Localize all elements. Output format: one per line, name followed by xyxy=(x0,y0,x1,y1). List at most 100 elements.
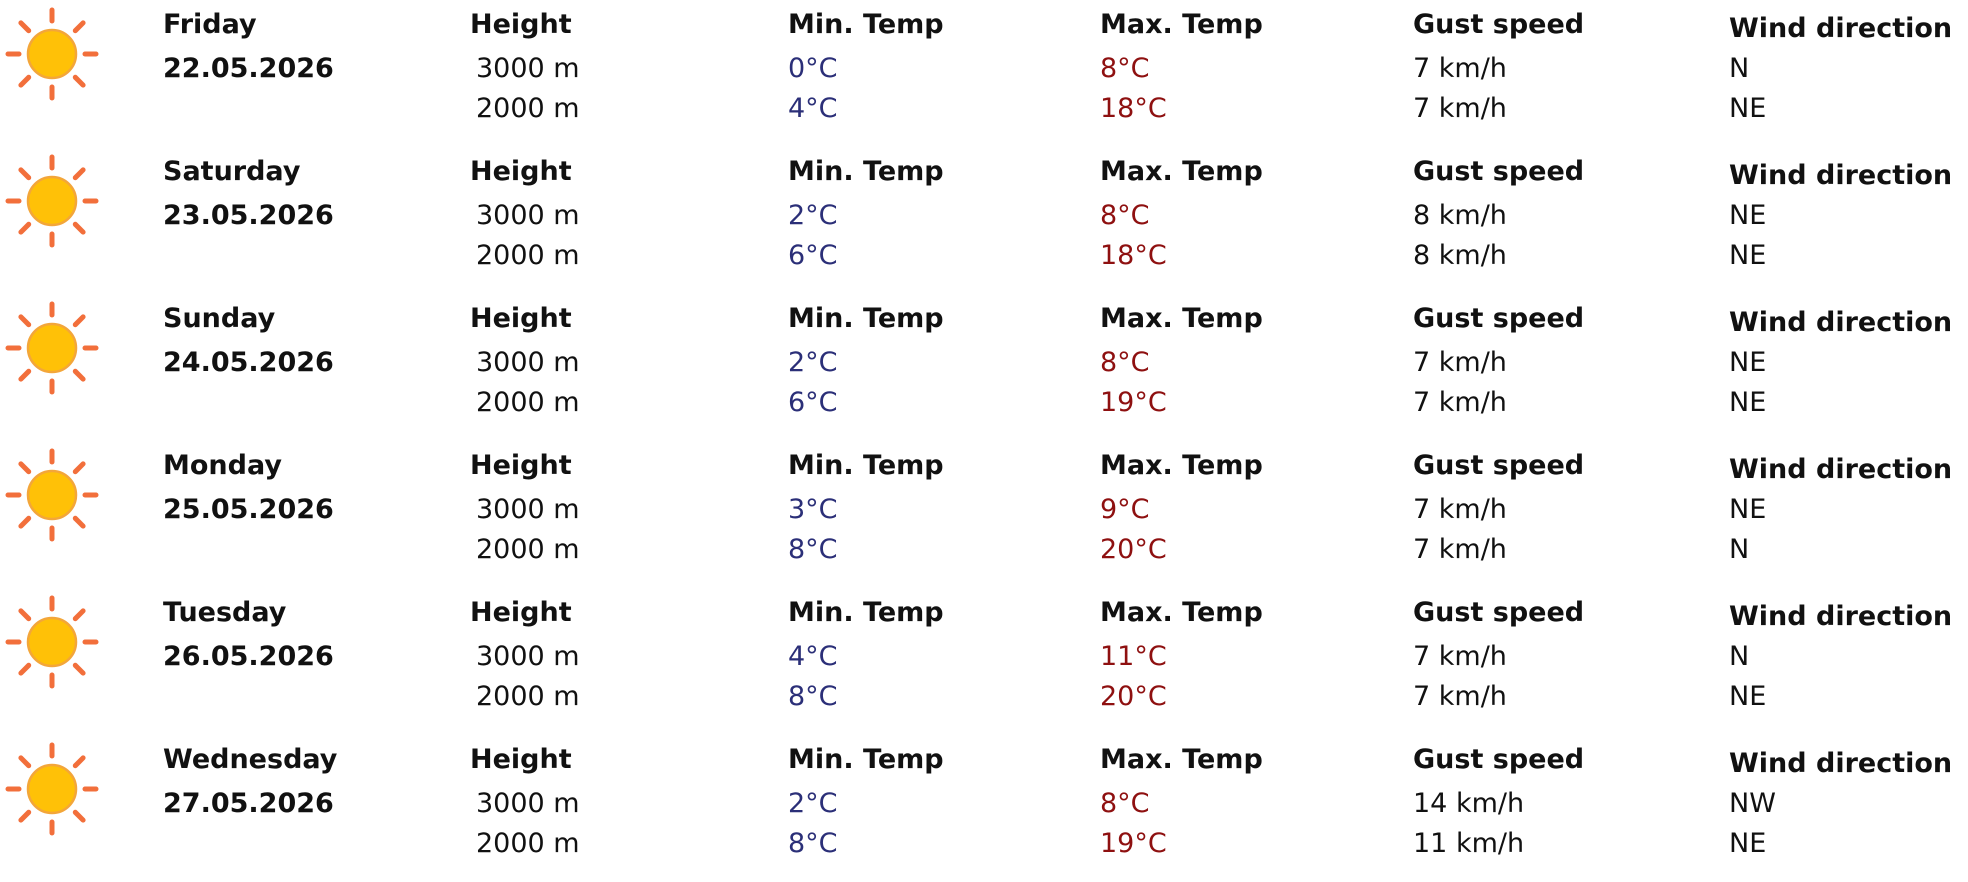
max-temp-value: 18°C xyxy=(1100,93,1167,124)
height-value: 2000 m xyxy=(476,240,580,271)
height-header: Height xyxy=(470,9,572,40)
gust-speed-header: Gust speed xyxy=(1413,9,1585,40)
min-temp-header: Min. Temp xyxy=(788,9,944,40)
max-temp-header: Max. Temp xyxy=(1100,156,1263,187)
min-temp-header: Min. Temp xyxy=(788,597,944,628)
wind-direction-value: NE xyxy=(1729,240,1767,271)
sun-icon xyxy=(2,592,102,692)
gust-speed-value: 8 km/h xyxy=(1413,200,1507,231)
min-temp-value: 2°C xyxy=(788,788,838,819)
height-value: 2000 m xyxy=(476,387,580,418)
gust-speed-value: 7 km/h xyxy=(1413,387,1507,418)
min-temp-value: 3°C xyxy=(788,494,838,525)
gust-speed-value: 7 km/h xyxy=(1413,347,1507,378)
min-temp-header: Min. Temp xyxy=(788,744,944,775)
max-temp-value: 19°C xyxy=(1100,387,1167,418)
day-weekday: Sunday xyxy=(163,303,276,334)
height-header: Height xyxy=(470,450,572,481)
day-date: 26.05.2026 xyxy=(163,641,334,672)
max-temp-value: 19°C xyxy=(1100,828,1167,859)
day-weekday: Tuesday xyxy=(163,597,287,628)
min-temp-value: 8°C xyxy=(788,828,838,859)
max-temp-value: 11°C xyxy=(1100,641,1167,672)
gust-speed-value: 7 km/h xyxy=(1413,93,1507,124)
min-temp-value: 6°C xyxy=(788,240,838,271)
min-temp-value: 8°C xyxy=(788,534,838,565)
gust-speed-value: 8 km/h xyxy=(1413,240,1507,271)
day-date: 25.05.2026 xyxy=(163,494,334,525)
min-temp-value: 8°C xyxy=(788,681,838,712)
height-header: Height xyxy=(470,744,572,775)
wind-direction-value: NE xyxy=(1729,93,1767,124)
height-value: 3000 m xyxy=(476,200,580,231)
wind-direction-value: N xyxy=(1729,53,1750,84)
max-temp-value: 8°C xyxy=(1100,347,1150,378)
min-temp-header: Min. Temp xyxy=(788,156,944,187)
forecast-day: Sunday 24.05.2026 Height Min. Temp Max. Temp… xyxy=(0,294,1968,441)
max-temp-value: 20°C xyxy=(1100,534,1167,565)
max-temp-header: Max. Temp xyxy=(1100,744,1263,775)
wind-direction-header: Wind direction xyxy=(1729,454,1953,485)
wind-direction-header: Wind direction xyxy=(1729,601,1953,632)
day-weekday: Friday xyxy=(163,9,257,40)
forecast-day: Tuesday 26.05.2026 Height Min. Temp Max. Tem… xyxy=(0,588,1968,735)
day-date: 27.05.2026 xyxy=(163,788,334,819)
min-temp-value: 2°C xyxy=(788,347,838,378)
height-header: Height xyxy=(470,597,572,628)
min-temp-value: 2°C xyxy=(788,200,838,231)
day-weekday: Saturday xyxy=(163,156,301,187)
gust-speed-value: 14 km/h xyxy=(1413,788,1525,819)
gust-speed-header: Gust speed xyxy=(1413,450,1585,481)
wind-direction-header: Wind direction xyxy=(1729,13,1953,44)
wind-direction-value: NW xyxy=(1729,788,1776,819)
wind-direction-value: NE xyxy=(1729,828,1767,859)
height-value: 2000 m xyxy=(476,828,580,859)
wind-direction-value: NE xyxy=(1729,681,1767,712)
gust-speed-header: Gust speed xyxy=(1413,156,1585,187)
sun-icon xyxy=(2,739,102,839)
gust-speed-header: Gust speed xyxy=(1413,303,1585,334)
max-temp-value: 8°C xyxy=(1100,53,1150,84)
height-value: 3000 m xyxy=(476,788,580,819)
min-temp-value: 4°C xyxy=(788,641,838,672)
wind-direction-header: Wind direction xyxy=(1729,160,1953,191)
day-weekday: Monday xyxy=(163,450,282,481)
gust-speed-value: 7 km/h xyxy=(1413,53,1507,84)
sun-icon xyxy=(2,445,102,545)
height-header: Height xyxy=(470,156,572,187)
min-temp-value: 4°C xyxy=(788,93,838,124)
forecast-day: Wednesday 27.05.2026 Height Min. Temp Max. T… xyxy=(0,735,1968,882)
wind-direction-value: N xyxy=(1729,534,1750,565)
min-temp-header: Min. Temp xyxy=(788,303,944,334)
day-date: 24.05.2026 xyxy=(163,347,334,378)
max-temp-header: Max. Temp xyxy=(1100,450,1263,481)
min-temp-value: 0°C xyxy=(788,53,838,84)
sun-icon xyxy=(2,4,102,104)
gust-speed-value: 7 km/h xyxy=(1413,494,1507,525)
wind-direction-value: NE xyxy=(1729,347,1767,378)
height-value: 3000 m xyxy=(476,494,580,525)
gust-speed-value: 7 km/h xyxy=(1413,681,1507,712)
height-header: Height xyxy=(470,303,572,334)
gust-speed-value: 7 km/h xyxy=(1413,641,1507,672)
max-temp-header: Max. Temp xyxy=(1100,597,1263,628)
min-temp-value: 6°C xyxy=(788,387,838,418)
max-temp-value: 8°C xyxy=(1100,788,1150,819)
max-temp-value: 9°C xyxy=(1100,494,1150,525)
max-temp-value: 8°C xyxy=(1100,200,1150,231)
day-weekday: Wednesday xyxy=(163,744,338,775)
gust-speed-header: Gust speed xyxy=(1413,744,1585,775)
wind-direction-value: NE xyxy=(1729,387,1767,418)
sun-icon xyxy=(2,151,102,251)
day-date: 23.05.2026 xyxy=(163,200,334,231)
height-value: 2000 m xyxy=(476,93,580,124)
wind-direction-value: NE xyxy=(1729,494,1767,525)
wind-direction-value: NE xyxy=(1729,200,1767,231)
max-temp-header: Max. Temp xyxy=(1100,303,1263,334)
height-value: 2000 m xyxy=(476,681,580,712)
height-value: 3000 m xyxy=(476,53,580,84)
max-temp-header: Max. Temp xyxy=(1100,9,1263,40)
